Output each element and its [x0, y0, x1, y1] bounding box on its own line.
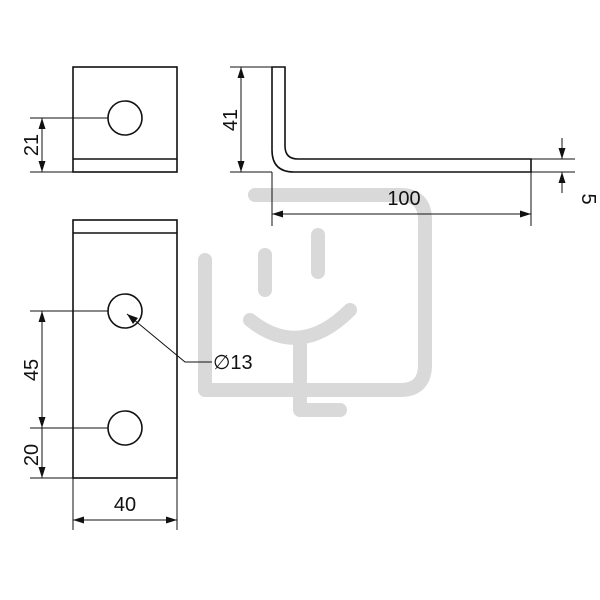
dim-label-20: 20 [21, 444, 43, 466]
dim-label-40: 40 [114, 494, 136, 516]
dimension-hole-spacing: 45 [21, 310, 108, 429]
lower-hole [107, 410, 143, 446]
dim-label-5: 5 [577, 193, 599, 204]
dimension-width: 40 [72, 478, 178, 530]
plug-icon [198, 188, 432, 417]
dim-label-100: 100 [387, 188, 420, 210]
dim-label-41: 41 [220, 109, 242, 131]
front-view [72, 219, 178, 479]
dim-label-diameter: ∅13 [213, 352, 253, 374]
top-view [72, 66, 178, 173]
dimension-bottom-hole-offset: 20 [21, 428, 73, 479]
side-view [271, 66, 532, 173]
dimension-thickness: 5 [531, 138, 599, 205]
dimension-top-hole-offset: 21 [21, 117, 108, 173]
dimension-hole-diameter: ∅13 [126, 313, 253, 374]
dimension-flange-height: 41 [220, 66, 272, 173]
dim-label-21: 21 [21, 134, 43, 156]
dim-label-45: 45 [21, 359, 43, 381]
dimension-length: 100 [271, 172, 532, 226]
upper-hole [107, 293, 143, 329]
